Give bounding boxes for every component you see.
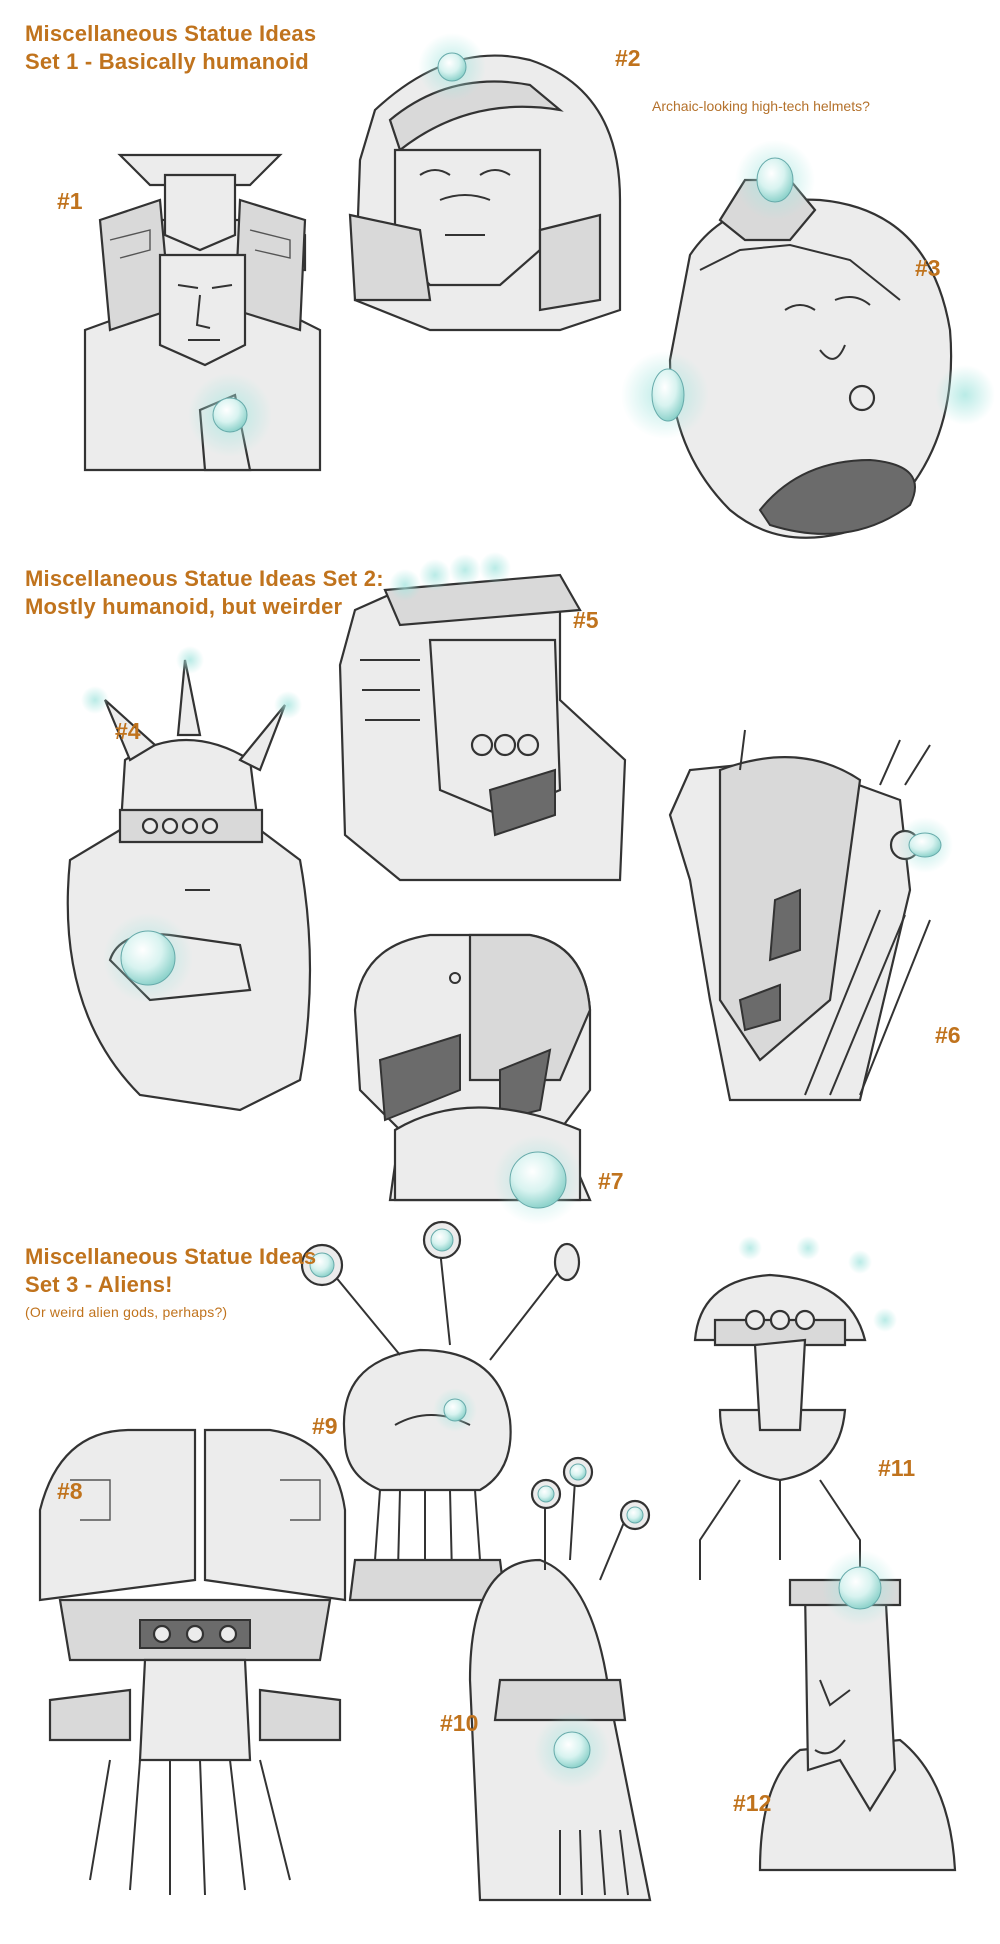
label-2: #2	[615, 45, 641, 71]
set-3-title-line1: Miscellaneous Statue Ideas	[25, 1244, 317, 1269]
label-8: #8	[57, 1478, 83, 1504]
set-2-heading: Miscellaneous Statue Ideas Set 2: Mostly…	[25, 565, 384, 621]
statue-4	[66, 646, 312, 1112]
statue-1	[83, 153, 322, 472]
label-6: #6	[935, 1022, 961, 1048]
label-1: #1	[57, 188, 83, 214]
set-1-heading: Miscellaneous Statue Ideas Set 1 - Basic…	[25, 20, 316, 76]
set-3-title-line2: Set 3 - Aliens!	[25, 1272, 173, 1297]
statue-10	[468, 1456, 652, 1902]
statue-2	[348, 33, 622, 332]
set-3-subtitle: (Or weird alien gods, perhaps?)	[25, 1304, 228, 1320]
statue-9	[300, 1220, 581, 1602]
statue-6	[668, 729, 953, 1102]
statue-8	[38, 1428, 347, 1896]
label-10: #10	[440, 1710, 479, 1736]
statue-7	[353, 933, 592, 1225]
set-2-title-line1: Miscellaneous Statue Ideas Set 2:	[25, 566, 384, 591]
statue-5	[338, 552, 627, 882]
set-3-heading: Miscellaneous Statue Ideas Set 3 - Alien…	[25, 1243, 316, 1321]
statue-11	[693, 1236, 897, 1580]
label-4: #4	[115, 718, 141, 744]
helmet-note: Archaic-looking high-tech helmets?	[652, 98, 870, 114]
statue-3	[621, 140, 995, 539]
statue-12	[758, 1550, 957, 1872]
label-12: #12	[733, 1790, 772, 1816]
label-5: #5	[573, 607, 599, 633]
label-9: #9	[312, 1413, 338, 1439]
label-11: #11	[878, 1455, 916, 1481]
set-2-title-line2: Mostly humanoid, but weirder	[25, 594, 343, 619]
label-3: #3	[915, 255, 941, 281]
label-7: #7	[598, 1168, 624, 1194]
set-1-title-line2: Set 1 - Basically humanoid	[25, 49, 309, 74]
set-1-title-line1: Miscellaneous Statue Ideas	[25, 21, 317, 46]
